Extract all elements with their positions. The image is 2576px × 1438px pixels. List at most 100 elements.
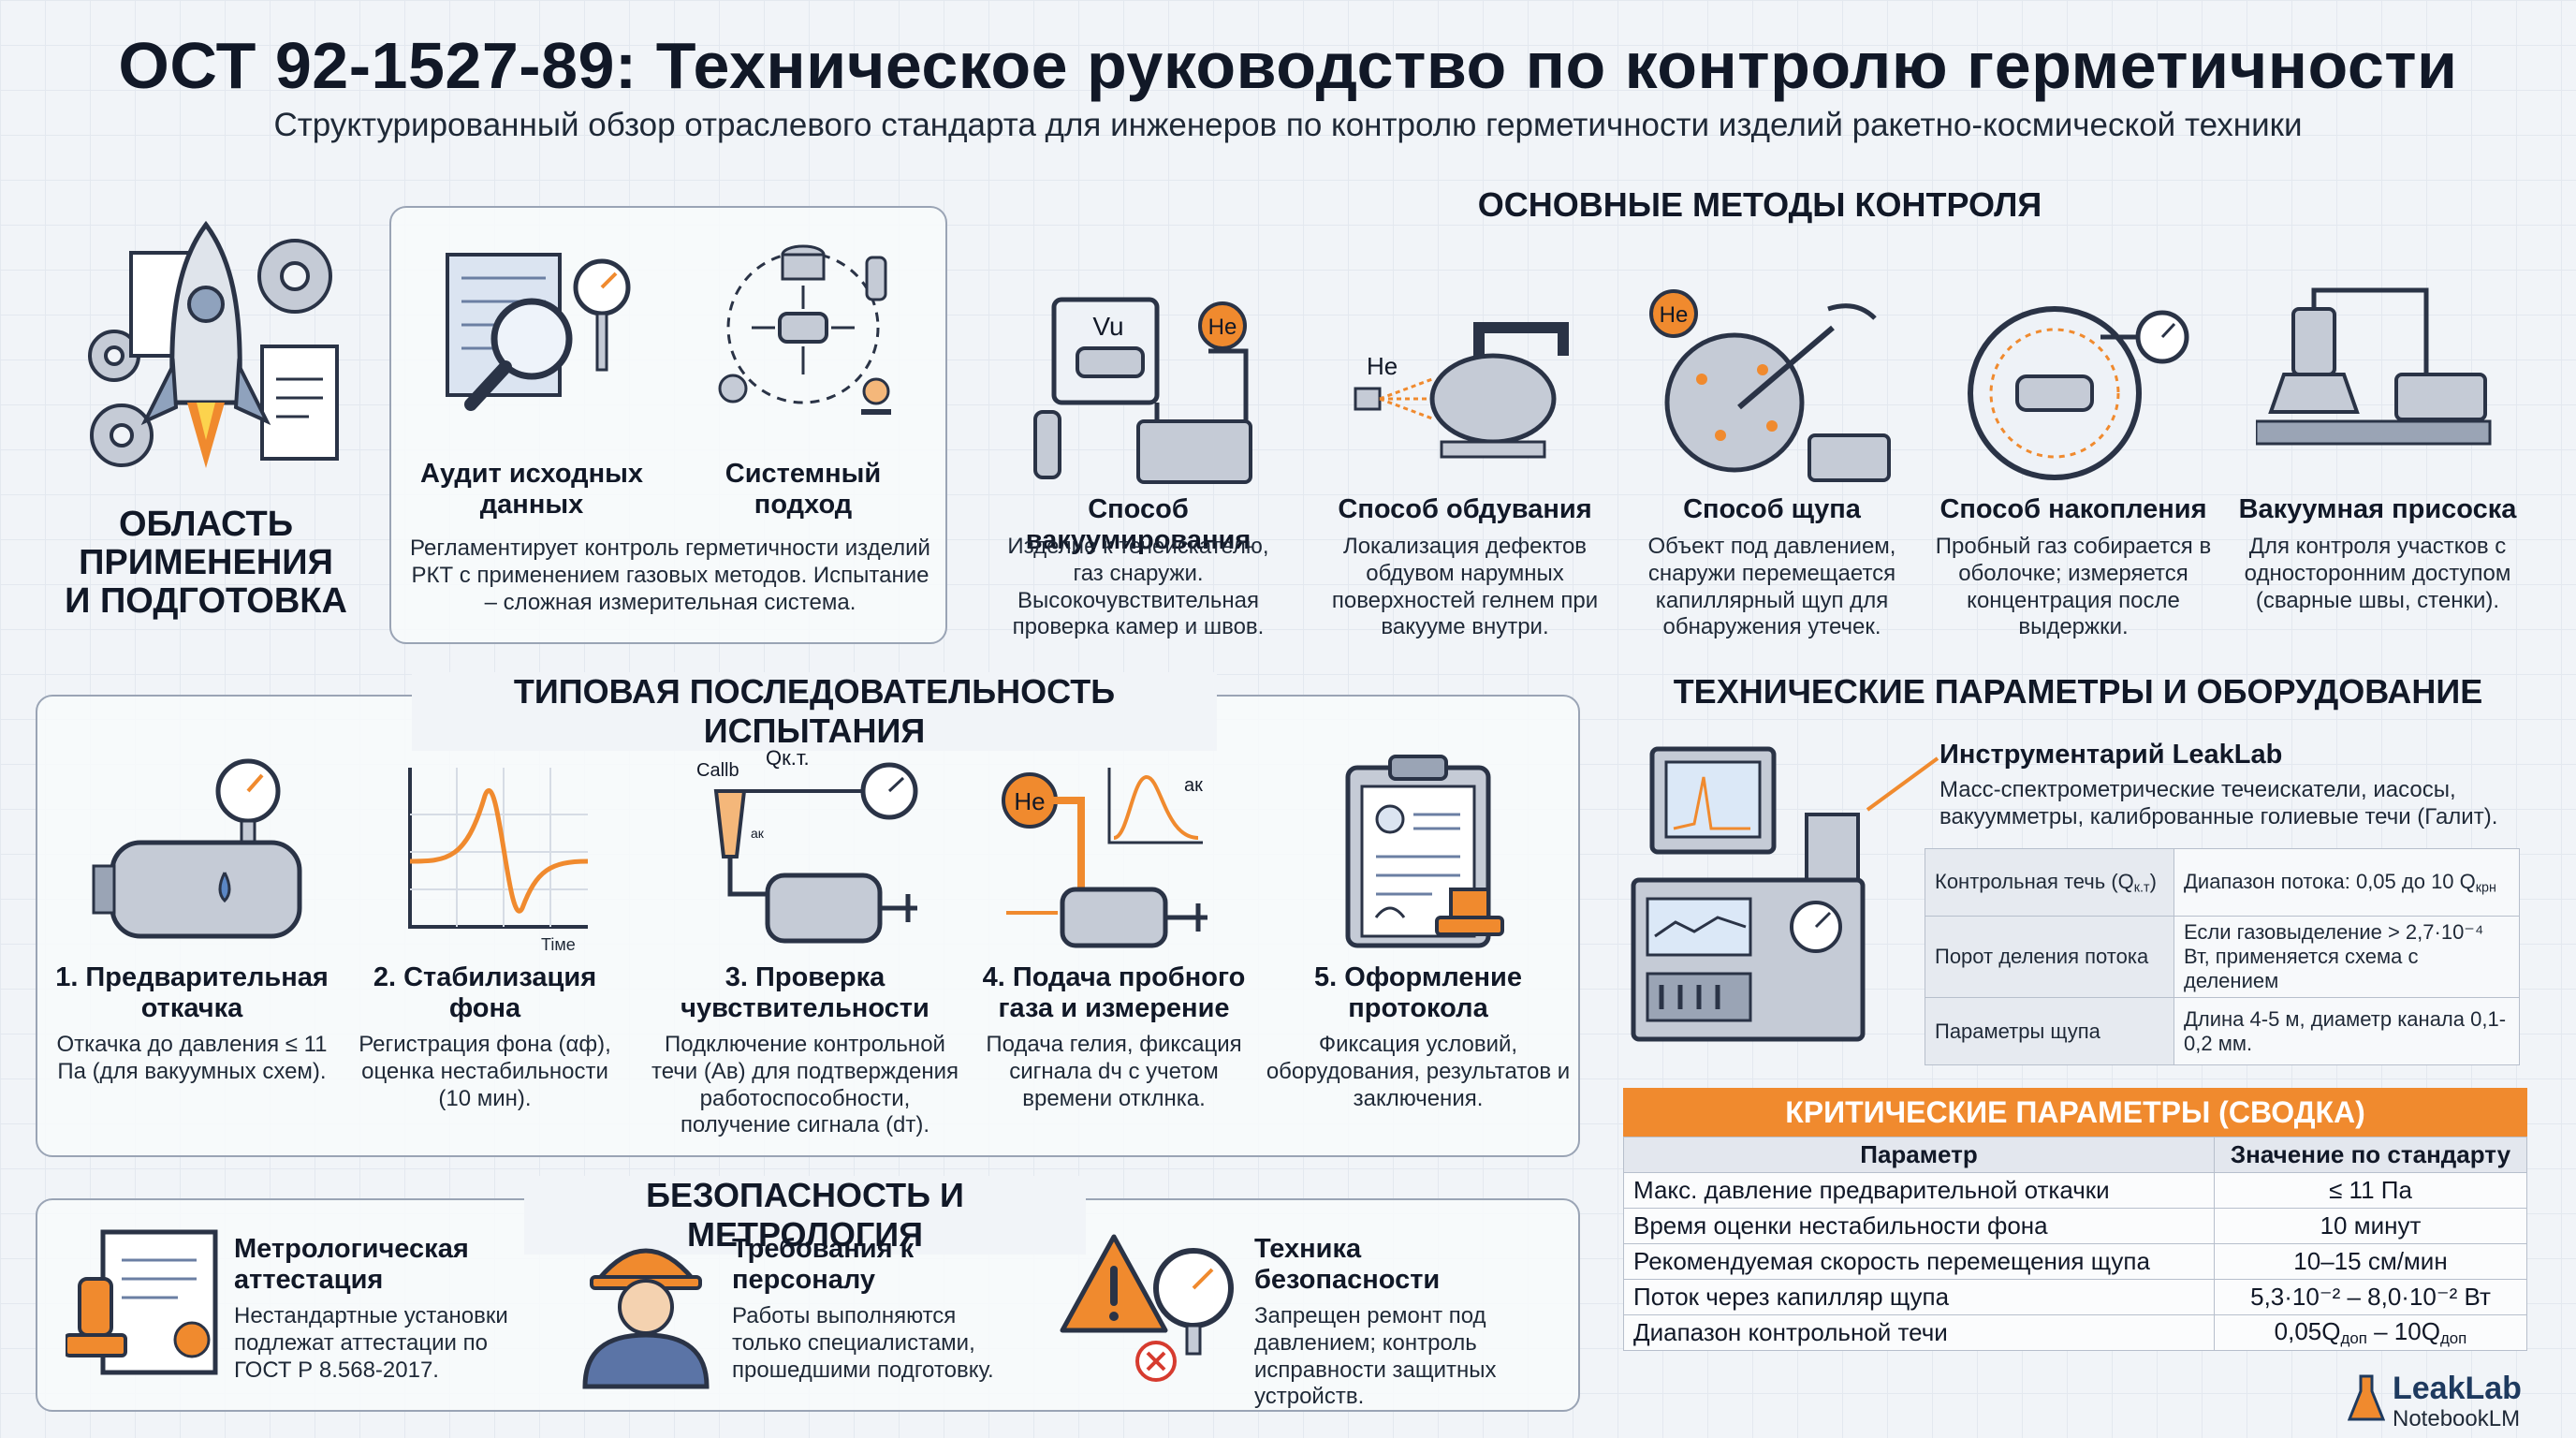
table-row: Поток через капилляр щупа 5,3·10⁻² – 8,0… <box>1623 1279 2527 1315</box>
method-card: Vu He Способ вакуумирования Изделие к те… <box>988 271 1288 646</box>
equipment-desc: Масс-спектрометрические течеискатели, иа… <box>1939 777 2498 829</box>
param-key: Контрольная течь (Qк.т) <box>1925 848 2174 917</box>
table-row: Параметры щупа Длина 4-5 м, диаметр кана… <box>1925 997 2520 1065</box>
safety-item-title: Метрологическая аттестация <box>234 1234 469 1296</box>
param-value: 10–15 см/мин <box>2214 1243 2527 1280</box>
param-value: ≤ 11 Па <box>2214 1172 2527 1209</box>
param-name: Время оценки нестабильности фона <box>1623 1208 2215 1244</box>
page-subtitle: Структурированный обзор отраслевого стан… <box>273 107 2303 143</box>
step-desc: Регистрация фона (αф), оценка нестабильн… <box>359 1032 611 1111</box>
param-name: Рекомендуемая скорость перемещения щупа <box>1623 1243 2215 1280</box>
accumulation-method-icon <box>1968 306 2189 480</box>
brand-logo: LeakLab <box>2393 1371 2522 1406</box>
param-value: 0,05Qдоп – 10Qдоп <box>2214 1313 2527 1352</box>
sequence-step: 1. Предварительная откачка Откачка до да… <box>47 740 337 1152</box>
method-desc: Локализация дефектов обдувом нарумных по… <box>1331 534 1599 640</box>
safety-item-title: Техника безопасности <box>1254 1234 1441 1296</box>
blowing-method-icon: He <box>1354 322 1569 459</box>
critical-params-table: Параметр Значение по стандарту Макс. дав… <box>1623 1137 2527 1352</box>
vacuum-suction-cup-icon <box>2256 287 2492 446</box>
page-title: ОСТ 92-1527-89: Техническое руководство … <box>118 29 2458 102</box>
table-row: Время оценки нестабильности фона 10 мину… <box>1623 1208 2527 1244</box>
critical-params-title: КРИТИЧЕСКИЕ ПАРАМЕТРЫ (СВОДКА) <box>1623 1088 2527 1137</box>
blowing-icon-label: He <box>1367 352 1398 380</box>
safety-item-title: Требования к персоналу <box>732 1234 915 1296</box>
flask-logo-icon <box>2348 1374 2385 1421</box>
system-approach-label: Системный подход <box>724 459 882 521</box>
worker-helmet-icon <box>582 1248 710 1389</box>
metrology-certificate-icon <box>66 1229 218 1375</box>
leak-detector-station-icon <box>1631 746 1866 1042</box>
vacuum-icon-label: Vu <box>1092 312 1123 341</box>
param-key: Порот деления потока <box>1925 916 2174 998</box>
step-desc: Фиксация условий, оборудования, результа… <box>1266 1032 1571 1111</box>
sequence-step: 5. Оформление протокола Фиксация условий… <box>1264 740 1573 1152</box>
method-title: Способ щупа <box>1683 494 1861 524</box>
table-row: Макс. давление предварительной откачки ≤… <box>1623 1172 2527 1209</box>
param-value: Длина 4-5 м, диаметр канала 0,1-0,2 мм. <box>2174 997 2520 1065</box>
background-graph-icon: Tiмe <box>408 768 589 954</box>
param-value: Если газовыделение > 2,7·10⁻⁴ Вт, примен… <box>2174 916 2520 998</box>
table-row: Диапазон контрольной течи 0,05Qдоп – 10Q… <box>1623 1313 2527 1352</box>
method-card: He Способ обдувания Локализация дефектов… <box>1320 271 1610 646</box>
safety-item-desc: Нестандартные установки подлежат аттеста… <box>234 1303 508 1383</box>
powered-by: NotebookLM <box>2393 1406 2521 1431</box>
method-title: Способ накопления <box>1939 494 2207 524</box>
method-desc: Для контроля участков с односторонним до… <box>2244 534 2511 613</box>
svg-text:He: He <box>1208 315 1237 340</box>
sequence-section-title: ТИПОВАЯ ПОСЛЕДОВАТЕЛЬНОСТЬ ИСПЫТАНИЯ <box>412 672 1217 751</box>
sequence-step: Callb Qк.т. ак 3. Проверка чувствительно… <box>646 740 964 1152</box>
callout-line-icon <box>1866 756 1939 812</box>
table-row: Рекомендуемая скорость перемещения щупа … <box>1623 1243 2527 1280</box>
warning-gauge-icon <box>1060 1234 1234 1382</box>
scope-illustration <box>66 215 346 496</box>
param-value: Диапазон потока: 0,05 до 10 Qкрн <box>2174 848 2520 917</box>
step-title: 5. Оформление протокола <box>1314 962 1522 1024</box>
table-row: Контрольная течь (Qк.т) Диапазон потока:… <box>1925 848 2520 917</box>
sequence-step: He ак 4. Подача пробного газа и измерени… <box>973 740 1254 1152</box>
probe-method-icon: He <box>1649 289 1891 482</box>
table-row: Порот деления потока Если газовыделение … <box>1925 916 2520 998</box>
method-title: Вакуумная присоска <box>2238 494 2517 524</box>
step-desc: Подключение контрольной течи (Aв) для по… <box>651 1032 959 1138</box>
param-name: Поток через капилляр щупа <box>1623 1279 2215 1315</box>
safety-item-desc: Запрещен ремонт под давлением; контроль … <box>1254 1303 1497 1410</box>
step-title: 2. Стабилизация фона <box>373 962 597 1024</box>
scope-description: Регламентирует контроль герметичности из… <box>410 536 930 615</box>
method-desc: Пробный газ собирается в оболочке; измер… <box>1935 534 2212 640</box>
system-approach-icon <box>718 244 891 415</box>
calib-ak-label: ак <box>751 826 765 841</box>
scope-panel: Аудит исходных данных Системный подход Р… <box>389 206 947 644</box>
equipment-section-title: ТЕХНИЧЕСКИЕ ПАРАМЕТРЫ И ОБОРУДОВАНИЕ <box>1673 672 2483 711</box>
method-card: Вакуумная присоска Для контроля участков… <box>2228 271 2527 646</box>
audit-label: Аудит исходных данных <box>420 459 643 521</box>
column-header: Параметр <box>1623 1137 2215 1173</box>
equipment-params-table: Контрольная течь (Qк.т) Диапазон потока:… <box>1925 848 2520 1065</box>
step-desc: Откачка до давления ≤ 11 Па (для вакуумн… <box>56 1032 328 1084</box>
param-value: 10 минут <box>2214 1208 2527 1244</box>
probe-icon-label: He <box>1660 302 1689 328</box>
method-card: Способ накопления Пробный газ собирается… <box>1928 271 2218 646</box>
calib-label: Callb <box>696 760 739 781</box>
method-desc: Изделие к течеискателю, газ снаружи. Выс… <box>1007 534 1269 640</box>
sequence-step: Tiмe 2. Стабилизация фона Регистрация фо… <box>344 740 625 1152</box>
table-header-row: Параметр Значение по стандарту <box>1623 1137 2527 1173</box>
critical-params-panel: КРИТИЧЕСКИЕ ПАРАМЕТРЫ (СВОДКА) Параметр … <box>1623 1088 2527 1352</box>
step-title: 1. Предварительная откачка <box>55 962 329 1024</box>
step-desc: Подача гелия, фиксация сигнала dч с учет… <box>986 1032 1242 1111</box>
measure-label: ак <box>1184 775 1203 796</box>
protocol-clipboard-icon <box>1345 755 1504 948</box>
calibration-leak-icon: Callb Qк.т. ак <box>696 746 918 944</box>
audit-magnifier-icon <box>446 253 631 411</box>
graph-axis-label: Tiмe <box>541 935 576 954</box>
param-value: 5,3·10⁻² – 8,0·10⁻² Вт <box>2214 1279 2527 1315</box>
safety-item-desc: Работы выполняются только специалистами,… <box>732 1303 994 1383</box>
param-name: Диапазон контрольной течи <box>1623 1313 2215 1352</box>
method-card: He Способ щупа Объект под давлением, сна… <box>1627 271 1917 646</box>
vacuum-method-icon: Vu He <box>1033 297 1252 484</box>
helium-label: He <box>1014 787 1045 815</box>
method-desc: Объект под давлением, снаружи перемещает… <box>1647 534 1896 640</box>
method-title: Способ вакуумирования <box>1025 494 1251 556</box>
methods-section-title: ОСНОВНЫЕ МЕТОДЫ КОНТРОЛЯ <box>1477 185 2042 224</box>
calib-leak-label: Qк.т. <box>766 746 810 770</box>
